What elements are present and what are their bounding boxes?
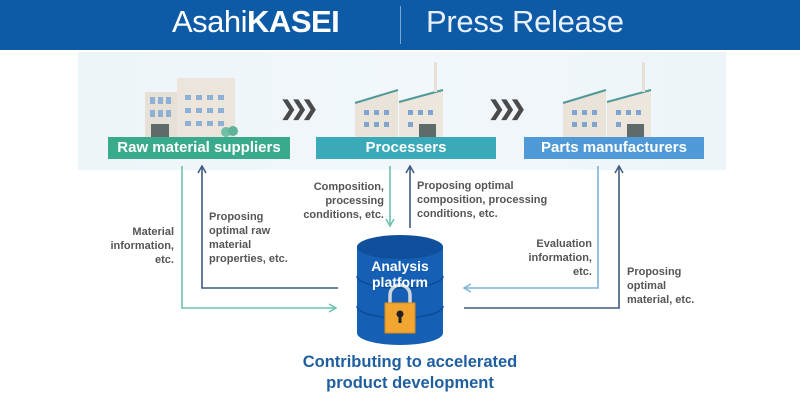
arrow-platform-to-parts — [464, 164, 624, 309]
label-line: Proposing — [627, 266, 682, 278]
label-line: composition, processing — [417, 194, 548, 206]
page-title: Press Release — [426, 4, 624, 39]
label-parts-to-platform: Evaluation information, etc. — [512, 237, 592, 279]
label-platform-to-parts: Proposing optimal material, etc. — [627, 265, 727, 307]
label-raw-to-platform: Material information, etc. — [100, 225, 174, 267]
header-divider — [400, 6, 401, 44]
stage-parts-manufacturers: Parts manufacturers — [524, 137, 704, 159]
arrow-platform-to-raw — [197, 164, 338, 289]
logo-light: Asahi — [172, 4, 248, 39]
stage-raw-material-suppliers: Raw material suppliers — [108, 137, 290, 159]
header-bar: AsahiKASEI Press Release — [0, 0, 800, 50]
label-line: information, — [528, 252, 592, 264]
label-line: Composition, — [313, 181, 384, 193]
label-line: information, — [110, 240, 174, 252]
label-line: material — [209, 239, 252, 251]
label-line: processing — [325, 195, 384, 207]
label-line: Proposing optimal — [417, 180, 514, 192]
arrow-parts-to-platform — [462, 166, 599, 293]
label-line: Proposing — [209, 211, 264, 223]
label-line: properties, etc. — [209, 253, 288, 265]
label-line: conditions, etc. — [417, 208, 498, 220]
office-building-icon — [145, 78, 238, 138]
label-line: conditions, etc. — [303, 209, 384, 221]
platform-label: Analysis platform — [357, 258, 443, 290]
padlock-icon — [384, 283, 416, 334]
platform-label-line1: Analysis — [371, 258, 429, 274]
factory-icon — [562, 62, 652, 138]
caption: Contributing to accelerated product deve… — [250, 352, 570, 394]
label-line: etc. — [573, 266, 592, 278]
stage-processers: Processers — [316, 137, 496, 159]
caption-line1: Contributing to accelerated — [302, 353, 518, 371]
factory-icon — [354, 62, 444, 138]
label-line: Evaluation — [536, 238, 592, 250]
database-cylinder-icon — [356, 235, 444, 345]
label-line: material, etc. — [627, 294, 695, 306]
arrow-raw-to-platform — [181, 166, 338, 313]
label-platform-to-raw: Proposing optimal raw material propertie… — [209, 210, 319, 266]
label-line: etc. — [155, 254, 174, 266]
label-line: Material — [132, 226, 174, 238]
asahi-kasei-logo: AsahiKASEI — [172, 4, 340, 40]
platform-label-line2: platform — [372, 274, 428, 290]
chevron-right-icon: ❯❯❯ — [488, 98, 526, 120]
caption-line2: product development — [326, 374, 494, 392]
label-platform-to-proc: Proposing optimal composition, processin… — [417, 179, 567, 221]
label-proc-to-platform: Composition, processing conditions, etc. — [282, 180, 384, 222]
logo-bold: KASEI — [247, 4, 340, 39]
label-line: optimal — [627, 280, 667, 292]
chevron-right-icon: ❯❯❯ — [280, 98, 318, 120]
label-line: optimal raw — [209, 225, 271, 237]
